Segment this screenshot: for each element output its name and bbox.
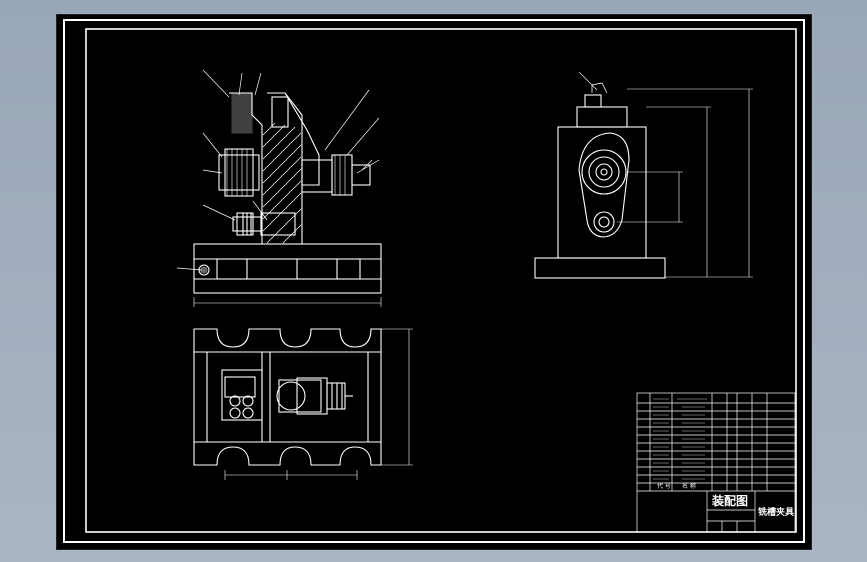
front-section-view	[176, 69, 382, 307]
drawing-title-main: 装配图	[711, 493, 748, 508]
parts-list-table	[636, 392, 796, 533]
title-block-name-header: 名 称	[682, 482, 696, 490]
assembly-drawing: 代 号 名 称 装配图 铣槽夹具	[63, 19, 805, 543]
cad-viewport[interactable]: 代 号 名 称 装配图 铣槽夹具	[56, 14, 812, 550]
title-block-code-header: 代 号	[657, 482, 671, 490]
outer-border	[63, 19, 805, 543]
inner-border	[85, 28, 797, 533]
side-view	[534, 71, 753, 279]
drawing-title-product: 铣槽夹具	[758, 506, 794, 518]
top-view	[193, 328, 413, 480]
